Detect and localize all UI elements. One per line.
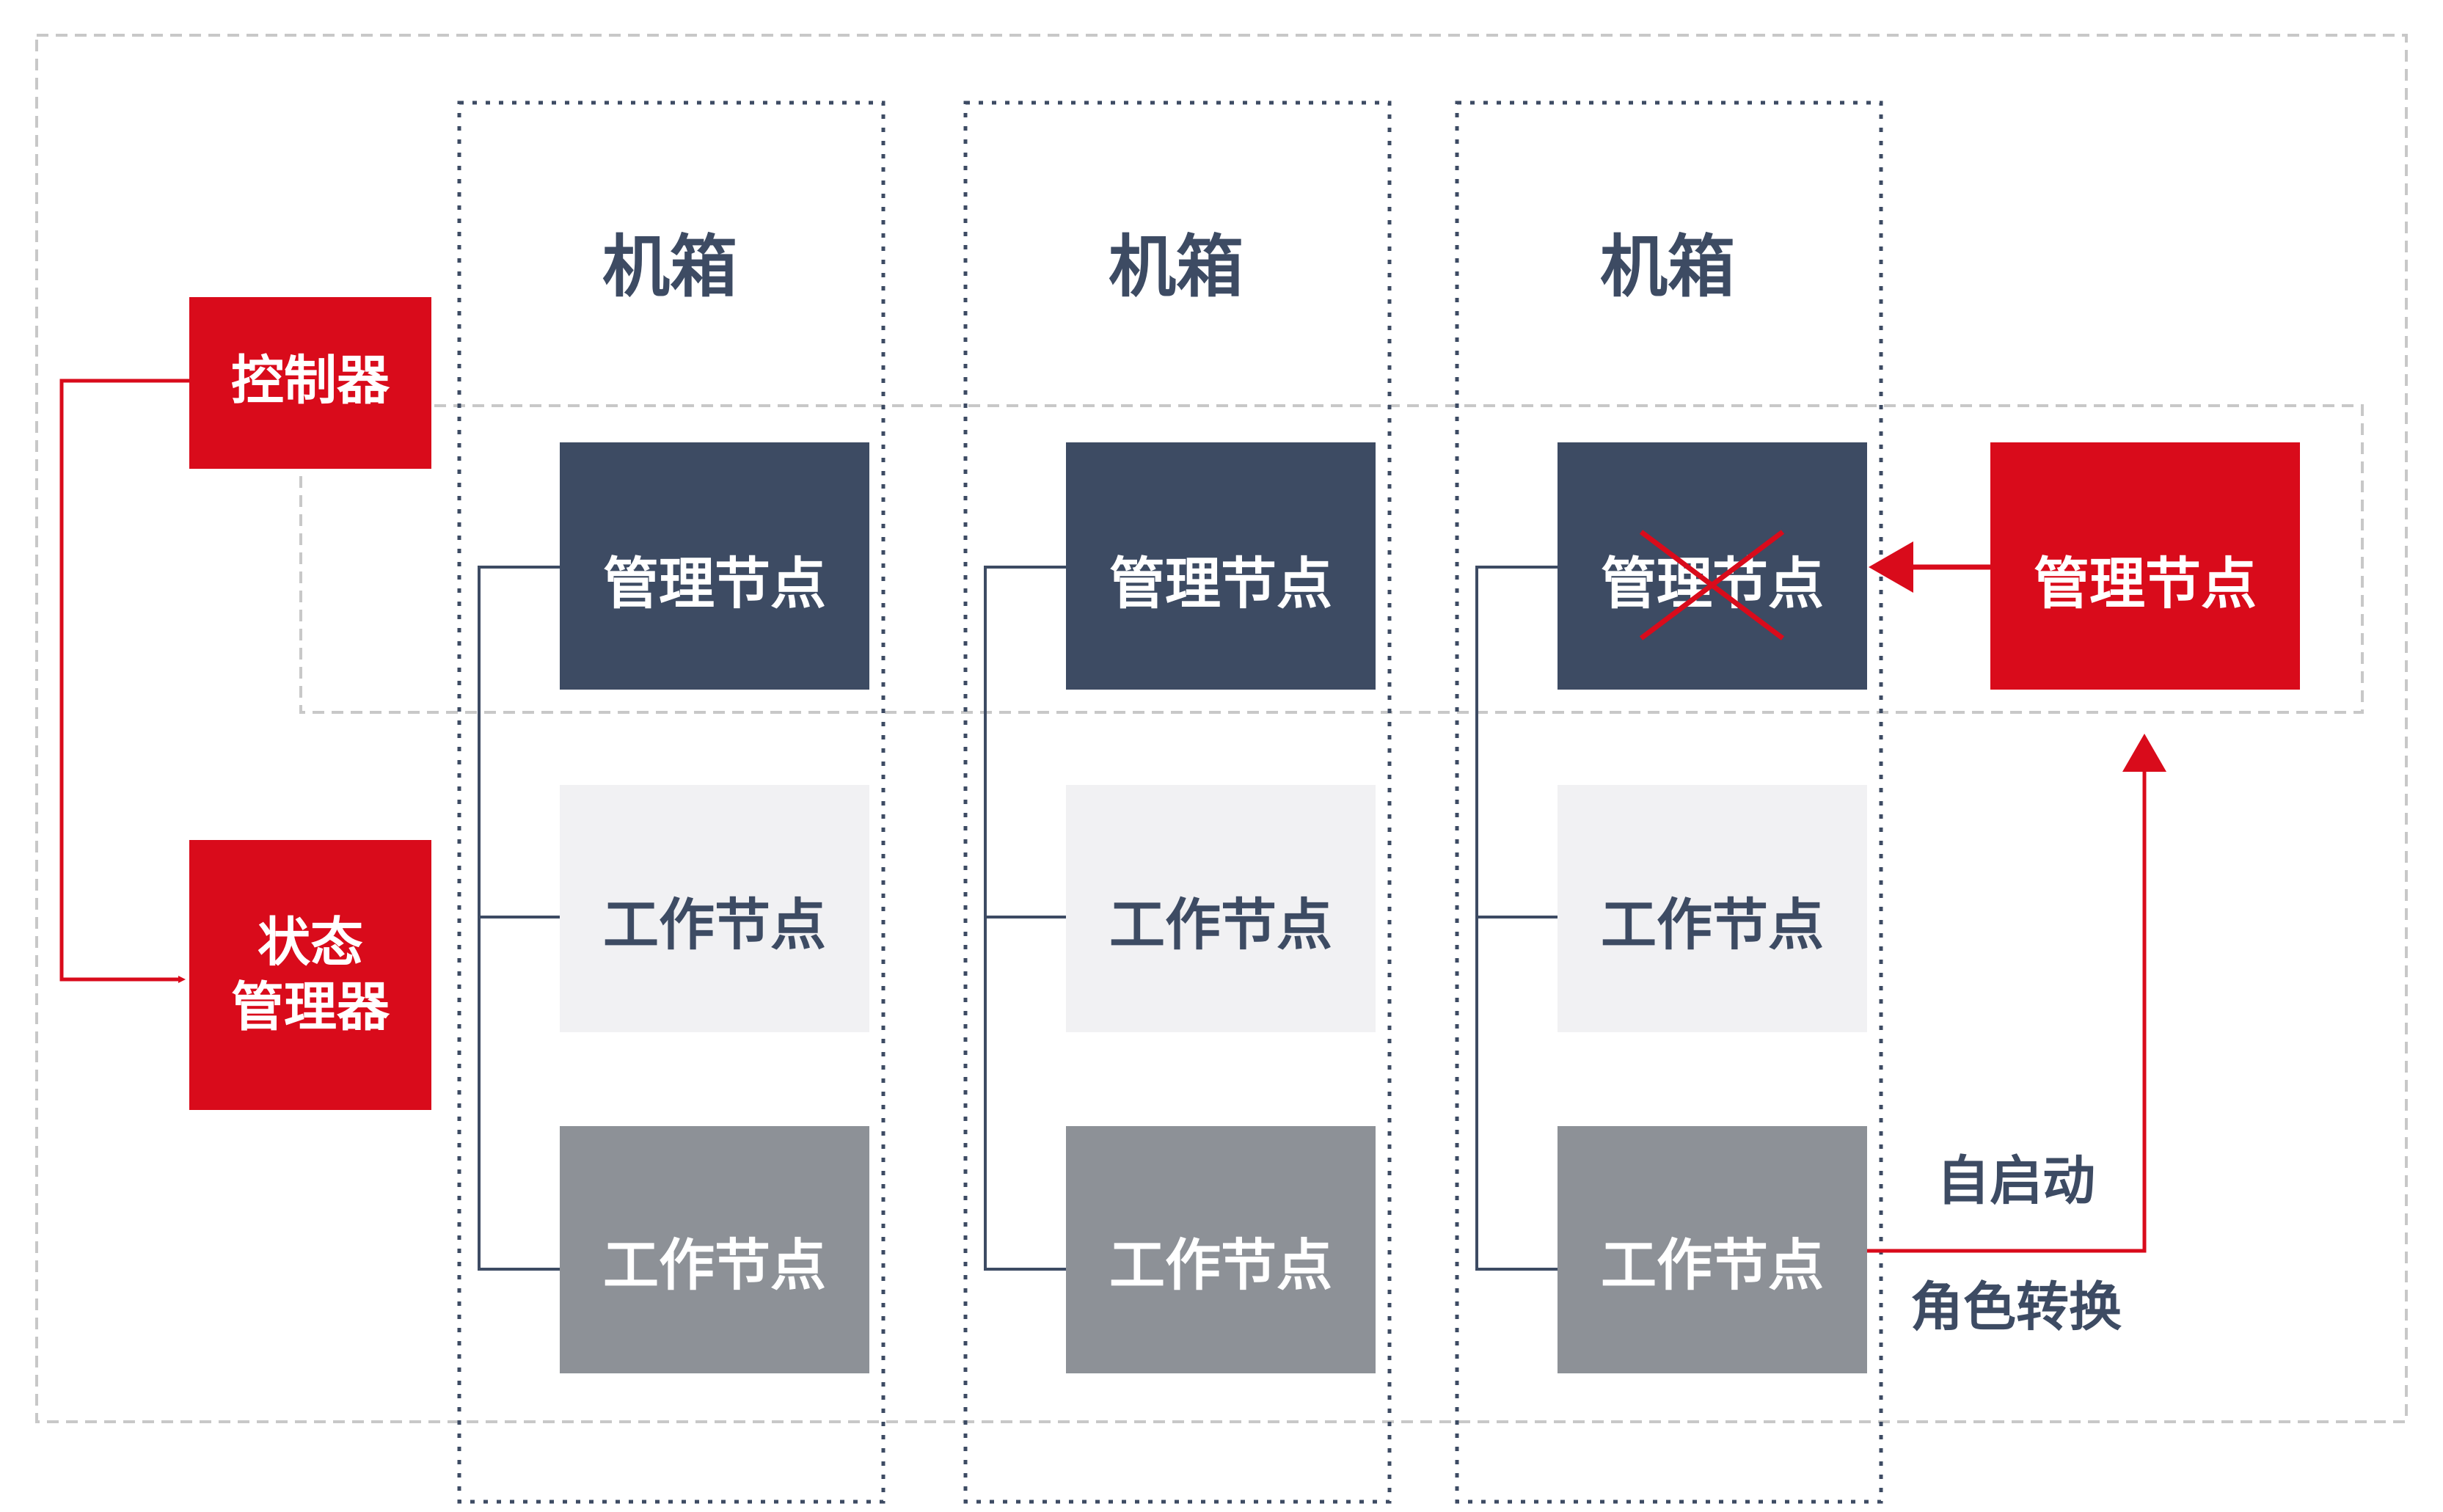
- chassis-2-worker-node-1[interactable]: [1066, 785, 1376, 1032]
- transition-label-line2: 角色转换: [1910, 1277, 2122, 1338]
- new-manager-node[interactable]: [1990, 442, 2300, 690]
- management-plane-boundary: [299, 404, 2364, 714]
- controller-label: 控制器: [231, 350, 390, 412]
- chassis-3-worker-node-2[interactable]: [1558, 1126, 1867, 1373]
- chassis-2-manager-node[interactable]: [1066, 442, 1376, 690]
- chassis-boundary-2: [963, 101, 1392, 1504]
- chassis-1-worker-node-2[interactable]: [560, 1126, 869, 1373]
- chassis-boundary-3: [1455, 101, 1883, 1504]
- cluster-boundary: [35, 34, 2408, 1423]
- takeover-arrowhead: [1869, 541, 1913, 593]
- controller-box[interactable]: [189, 297, 431, 469]
- chassis-1-manager-node[interactable]: [560, 442, 869, 690]
- state-manager-box[interactable]: [189, 840, 431, 1110]
- chassis-3-worker-node-1[interactable]: [1558, 785, 1867, 1032]
- chassis-1-worker-node-1[interactable]: [560, 785, 869, 1032]
- role-transition-arrowhead: [2122, 734, 2166, 772]
- chassis-2-manager-label: 管理节点: [1109, 551, 1332, 616]
- chassis-title-1: 机箱: [602, 227, 737, 306]
- state-manager-label-line1: 状态: [258, 912, 363, 974]
- chassis-3-failed-manager-node[interactable]: [1558, 442, 1867, 690]
- chassis-1-manager-label: 管理节点: [603, 551, 826, 616]
- role-transition-connector: [1867, 741, 2147, 1253]
- failure-cross-icon: [1639, 530, 1785, 640]
- new-manager-label: 管理节点: [2034, 551, 2257, 616]
- chassis-boundary-1: [457, 101, 885, 1504]
- chassis-2-worker-node-2[interactable]: [1066, 1126, 1376, 1373]
- state-manager-label-line2: 管理器: [231, 976, 390, 1038]
- chassis-3-worker2-label: 工作节点: [1601, 1232, 1824, 1298]
- chassis-2-worker2-label: 工作节点: [1109, 1232, 1332, 1298]
- controller-to-state-manager-connector: [59, 379, 189, 983]
- chassis-title-3: 机箱: [1600, 227, 1735, 306]
- chassis-1-worker1-label: 工作节点: [603, 892, 826, 957]
- transition-label-line1: 自启动: [1937, 1150, 2095, 1212]
- chassis-3-worker1-label: 工作节点: [1601, 892, 1824, 957]
- chassis-2-worker1-label: 工作节点: [1109, 892, 1332, 957]
- chassis-1-worker2-label: 工作节点: [603, 1232, 826, 1298]
- chassis-title-2: 机箱: [1109, 227, 1244, 306]
